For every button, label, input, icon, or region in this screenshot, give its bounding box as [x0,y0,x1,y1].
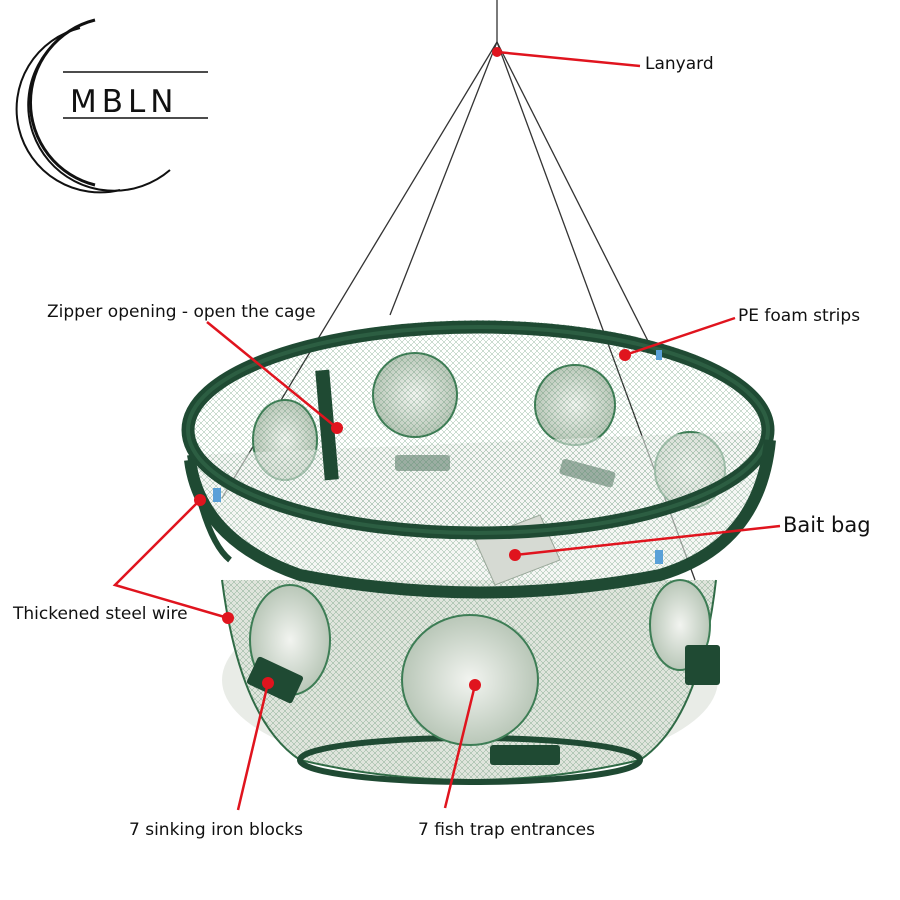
label-bait-bag: Bait bag [783,513,871,537]
label-sinking-iron-blocks: 7 sinking iron blocks [129,820,303,840]
brand-logo-text: MBLN [70,84,179,120]
label-thickened-steel-wire: Thickened steel wire [13,604,188,624]
annotation-lines [112,50,781,811]
annotation-dots [194,47,631,691]
label-lanyard: Lanyard [645,54,714,74]
label-zipper-opening: Zipper opening - open the cage [47,302,316,322]
brand-logo [15,18,208,194]
label-fish-trap-entrances: 7 fish trap entrances [418,820,595,840]
upper-chamber [187,320,770,592]
label-pe-foam-strips: PE foam strips [738,306,861,326]
